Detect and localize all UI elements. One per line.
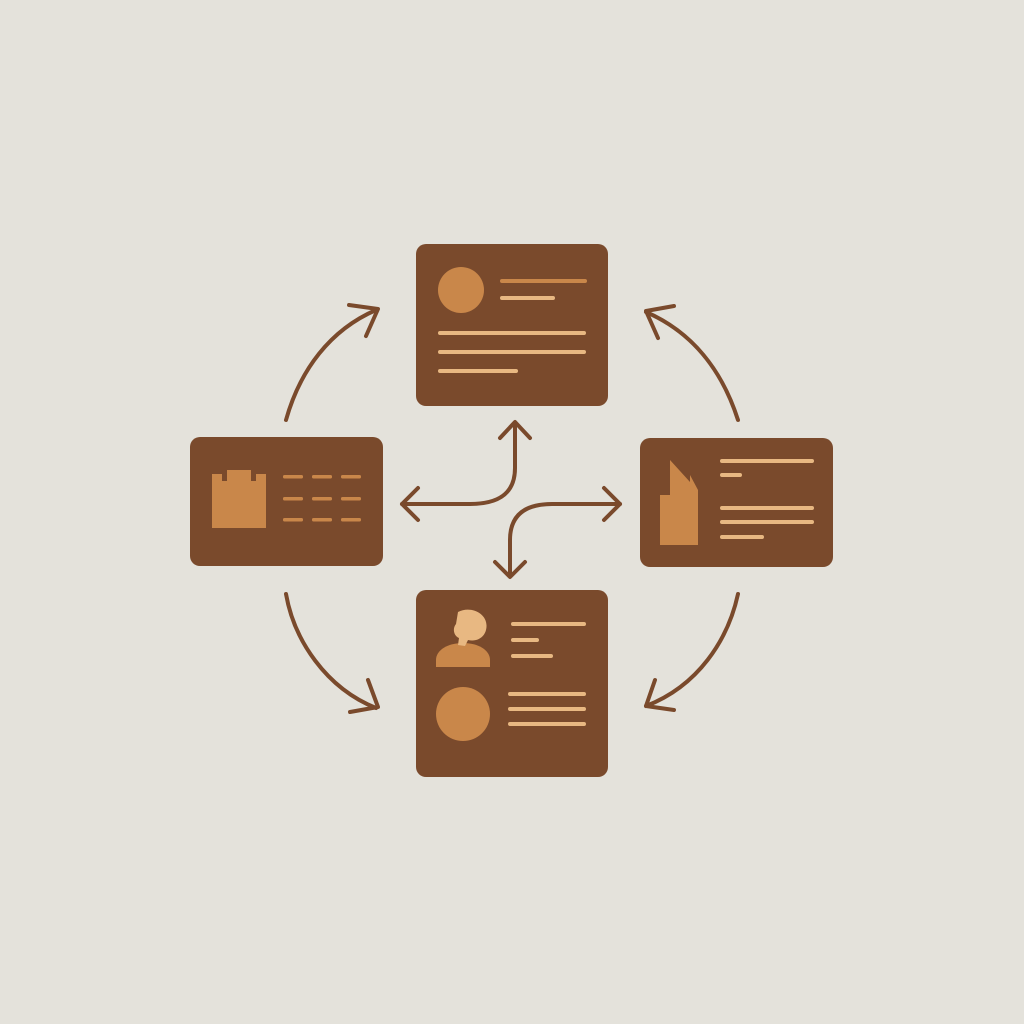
- circle-avatar-icon: [438, 267, 484, 313]
- text-line: [720, 520, 814, 524]
- text-line: [508, 707, 586, 711]
- text-line: [511, 638, 539, 642]
- text-line: [511, 622, 586, 626]
- text-line: [438, 369, 518, 373]
- arc-arrow-right-bottom: [644, 592, 740, 712]
- text-line: [720, 535, 764, 539]
- card-left: [190, 437, 383, 566]
- text-line: [511, 654, 553, 658]
- text-line: [438, 350, 586, 354]
- chart-bars-icon: [660, 460, 698, 545]
- arc-arrow-left-top: [284, 303, 380, 422]
- text-line: [508, 692, 586, 696]
- text-line: [500, 296, 555, 300]
- circle-avatar-icon: [436, 687, 490, 741]
- person-icon: [436, 609, 490, 667]
- text-line: [500, 279, 587, 283]
- text-line: [720, 473, 742, 477]
- text-line: [508, 722, 586, 726]
- text-line: [720, 459, 814, 463]
- card-top: [416, 244, 608, 406]
- connectors: [284, 303, 740, 714]
- dashed-lines: [283, 475, 361, 522]
- building-icon: [212, 470, 266, 528]
- arc-arrow-left-bottom: [284, 592, 380, 714]
- card-bottom: [416, 590, 608, 777]
- card-right: [640, 438, 833, 567]
- arc-arrow-right-top: [644, 304, 740, 422]
- double-arrow-right-bottom: [493, 486, 622, 579]
- text-line: [438, 331, 586, 335]
- double-arrow-left-top: [400, 420, 532, 522]
- text-line: [720, 506, 814, 510]
